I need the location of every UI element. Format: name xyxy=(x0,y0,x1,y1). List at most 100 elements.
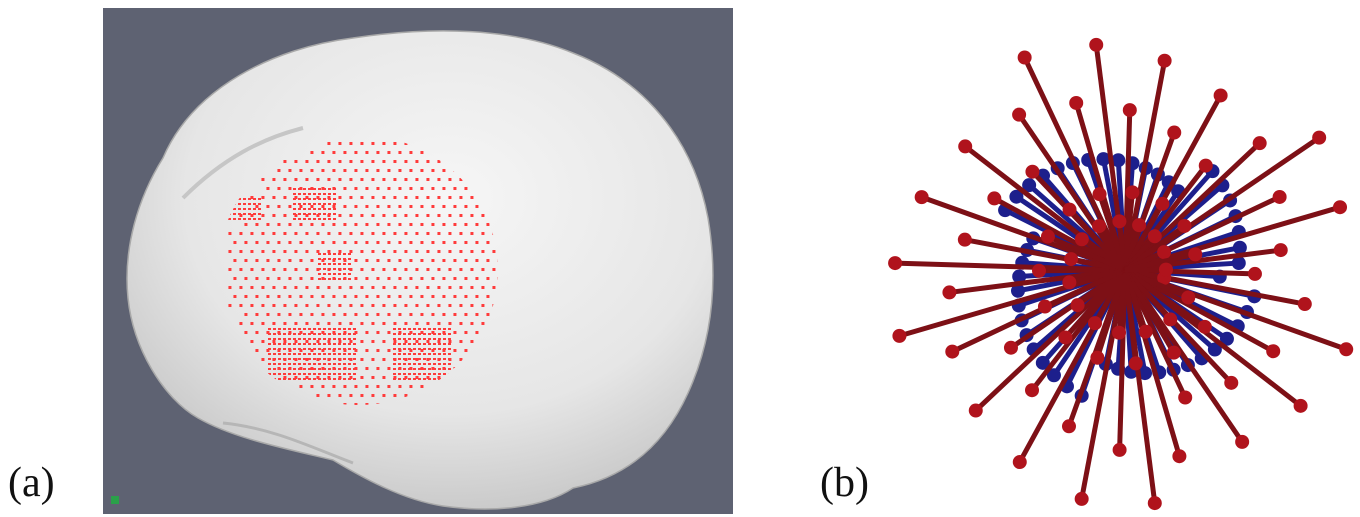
electrode-point xyxy=(382,160,385,163)
electrode-point xyxy=(464,223,467,226)
electrode-point xyxy=(409,169,412,172)
electrode-point xyxy=(343,169,346,172)
electrode-point xyxy=(393,304,396,307)
panel-b-label: (b) xyxy=(820,462,869,504)
electrode-point xyxy=(393,142,396,145)
core-vector-head xyxy=(1064,252,1078,266)
electrode-point xyxy=(426,214,429,217)
electrode-point xyxy=(376,349,379,352)
electrode-cluster-point xyxy=(428,373,431,375)
electrode-point xyxy=(442,241,445,244)
electrode-point xyxy=(426,232,429,235)
electrode-point xyxy=(398,313,401,316)
electrode-cluster-point xyxy=(298,368,301,370)
electrode-cluster-point xyxy=(283,328,286,330)
electrode-cluster-point xyxy=(318,373,321,375)
electrode-cluster-point xyxy=(273,368,276,370)
electrode-cluster-point xyxy=(423,363,426,365)
electrode-cluster-point xyxy=(423,358,426,360)
electrode-cluster-point xyxy=(278,368,281,370)
electrode-point xyxy=(382,376,385,379)
electrode-point xyxy=(448,268,451,271)
electrode-cluster-point xyxy=(283,368,286,370)
electrode-cluster-point xyxy=(278,353,281,355)
electrode-cluster-point xyxy=(408,378,411,380)
electrode-cluster-point xyxy=(348,268,351,270)
electrode-cluster-point xyxy=(323,348,326,350)
electrode-point xyxy=(266,187,269,190)
electrode-point xyxy=(261,286,264,289)
electrode-cluster-point xyxy=(333,358,336,360)
outer-vector-head xyxy=(1012,108,1026,122)
core-vector-head xyxy=(1129,356,1143,370)
electrode-cluster-point xyxy=(288,358,291,360)
electrode-cluster-point xyxy=(348,343,351,345)
electrode-point xyxy=(327,250,330,253)
electrode-cluster-point xyxy=(408,338,411,340)
core-vector-head xyxy=(1063,203,1077,217)
electrode-cluster-point xyxy=(413,348,416,350)
electrode-cluster-point xyxy=(323,263,326,265)
electrode-cluster-point xyxy=(278,338,281,340)
outer-vector-head xyxy=(1167,126,1181,140)
electrode-cluster-point xyxy=(418,348,421,350)
electrode-cluster-point xyxy=(398,363,401,365)
electrode-cluster-point xyxy=(283,358,286,360)
electrode-point xyxy=(305,232,308,235)
electrode-point xyxy=(338,196,341,199)
electrode-point xyxy=(299,313,302,316)
electrode-point xyxy=(431,295,434,298)
electrode-point xyxy=(360,196,363,199)
electrode-cluster-point xyxy=(413,328,416,330)
electrode-point xyxy=(321,169,324,172)
electrode-cluster-point xyxy=(313,378,316,380)
electrode-point xyxy=(431,205,434,208)
electrode-cluster-point xyxy=(438,368,441,370)
core-vector-head xyxy=(1125,185,1139,199)
electrode-cluster-point xyxy=(318,343,321,345)
electrode-point xyxy=(272,304,275,307)
electrode-point xyxy=(442,169,445,172)
electrode-cluster-point xyxy=(283,343,286,345)
electrode-point xyxy=(387,367,390,370)
electrode-point xyxy=(442,313,445,316)
electrode-cluster-point xyxy=(423,378,426,380)
electrode-point xyxy=(376,313,379,316)
electrode-cluster-point xyxy=(408,343,411,345)
electrode-cluster-point xyxy=(283,348,286,350)
electrode-cluster-point xyxy=(333,273,336,275)
electrode-point xyxy=(349,142,352,145)
electrode-cluster-point xyxy=(433,378,436,380)
electrode-cluster-point xyxy=(343,268,346,270)
electrode-point xyxy=(360,304,363,307)
electrode-cluster-point xyxy=(338,333,341,335)
electrode-point xyxy=(415,232,418,235)
electrode-cluster-point xyxy=(303,193,306,195)
electrode-cluster-point xyxy=(238,203,241,205)
electrode-point xyxy=(420,295,423,298)
electrode-point xyxy=(448,196,451,199)
electrode-cluster-point xyxy=(288,378,291,380)
outer-vector-head xyxy=(1089,38,1103,52)
electrode-point xyxy=(266,241,269,244)
electrode-point xyxy=(332,385,335,388)
electrode-point xyxy=(288,295,291,298)
electrode-point xyxy=(354,223,357,226)
electrode-point xyxy=(288,241,291,244)
electrode-cluster-point xyxy=(318,353,321,355)
electrode-point xyxy=(409,187,412,190)
electrode-cluster-point xyxy=(273,343,276,345)
electrode-point xyxy=(255,205,258,208)
electrode-cluster-point xyxy=(348,338,351,340)
electrode-point xyxy=(448,322,451,325)
electrode-point xyxy=(393,214,396,217)
electrode-point xyxy=(277,223,280,226)
electrode-cluster-point xyxy=(293,373,296,375)
electrode-cluster-point xyxy=(348,368,351,370)
electrode-cluster-point xyxy=(333,278,336,280)
electrode-cluster-point xyxy=(433,333,436,335)
electrode-cluster-point xyxy=(323,198,326,200)
electrode-cluster-point xyxy=(343,273,346,275)
electrode-cluster-point xyxy=(423,338,426,340)
electrode-point xyxy=(398,169,401,172)
